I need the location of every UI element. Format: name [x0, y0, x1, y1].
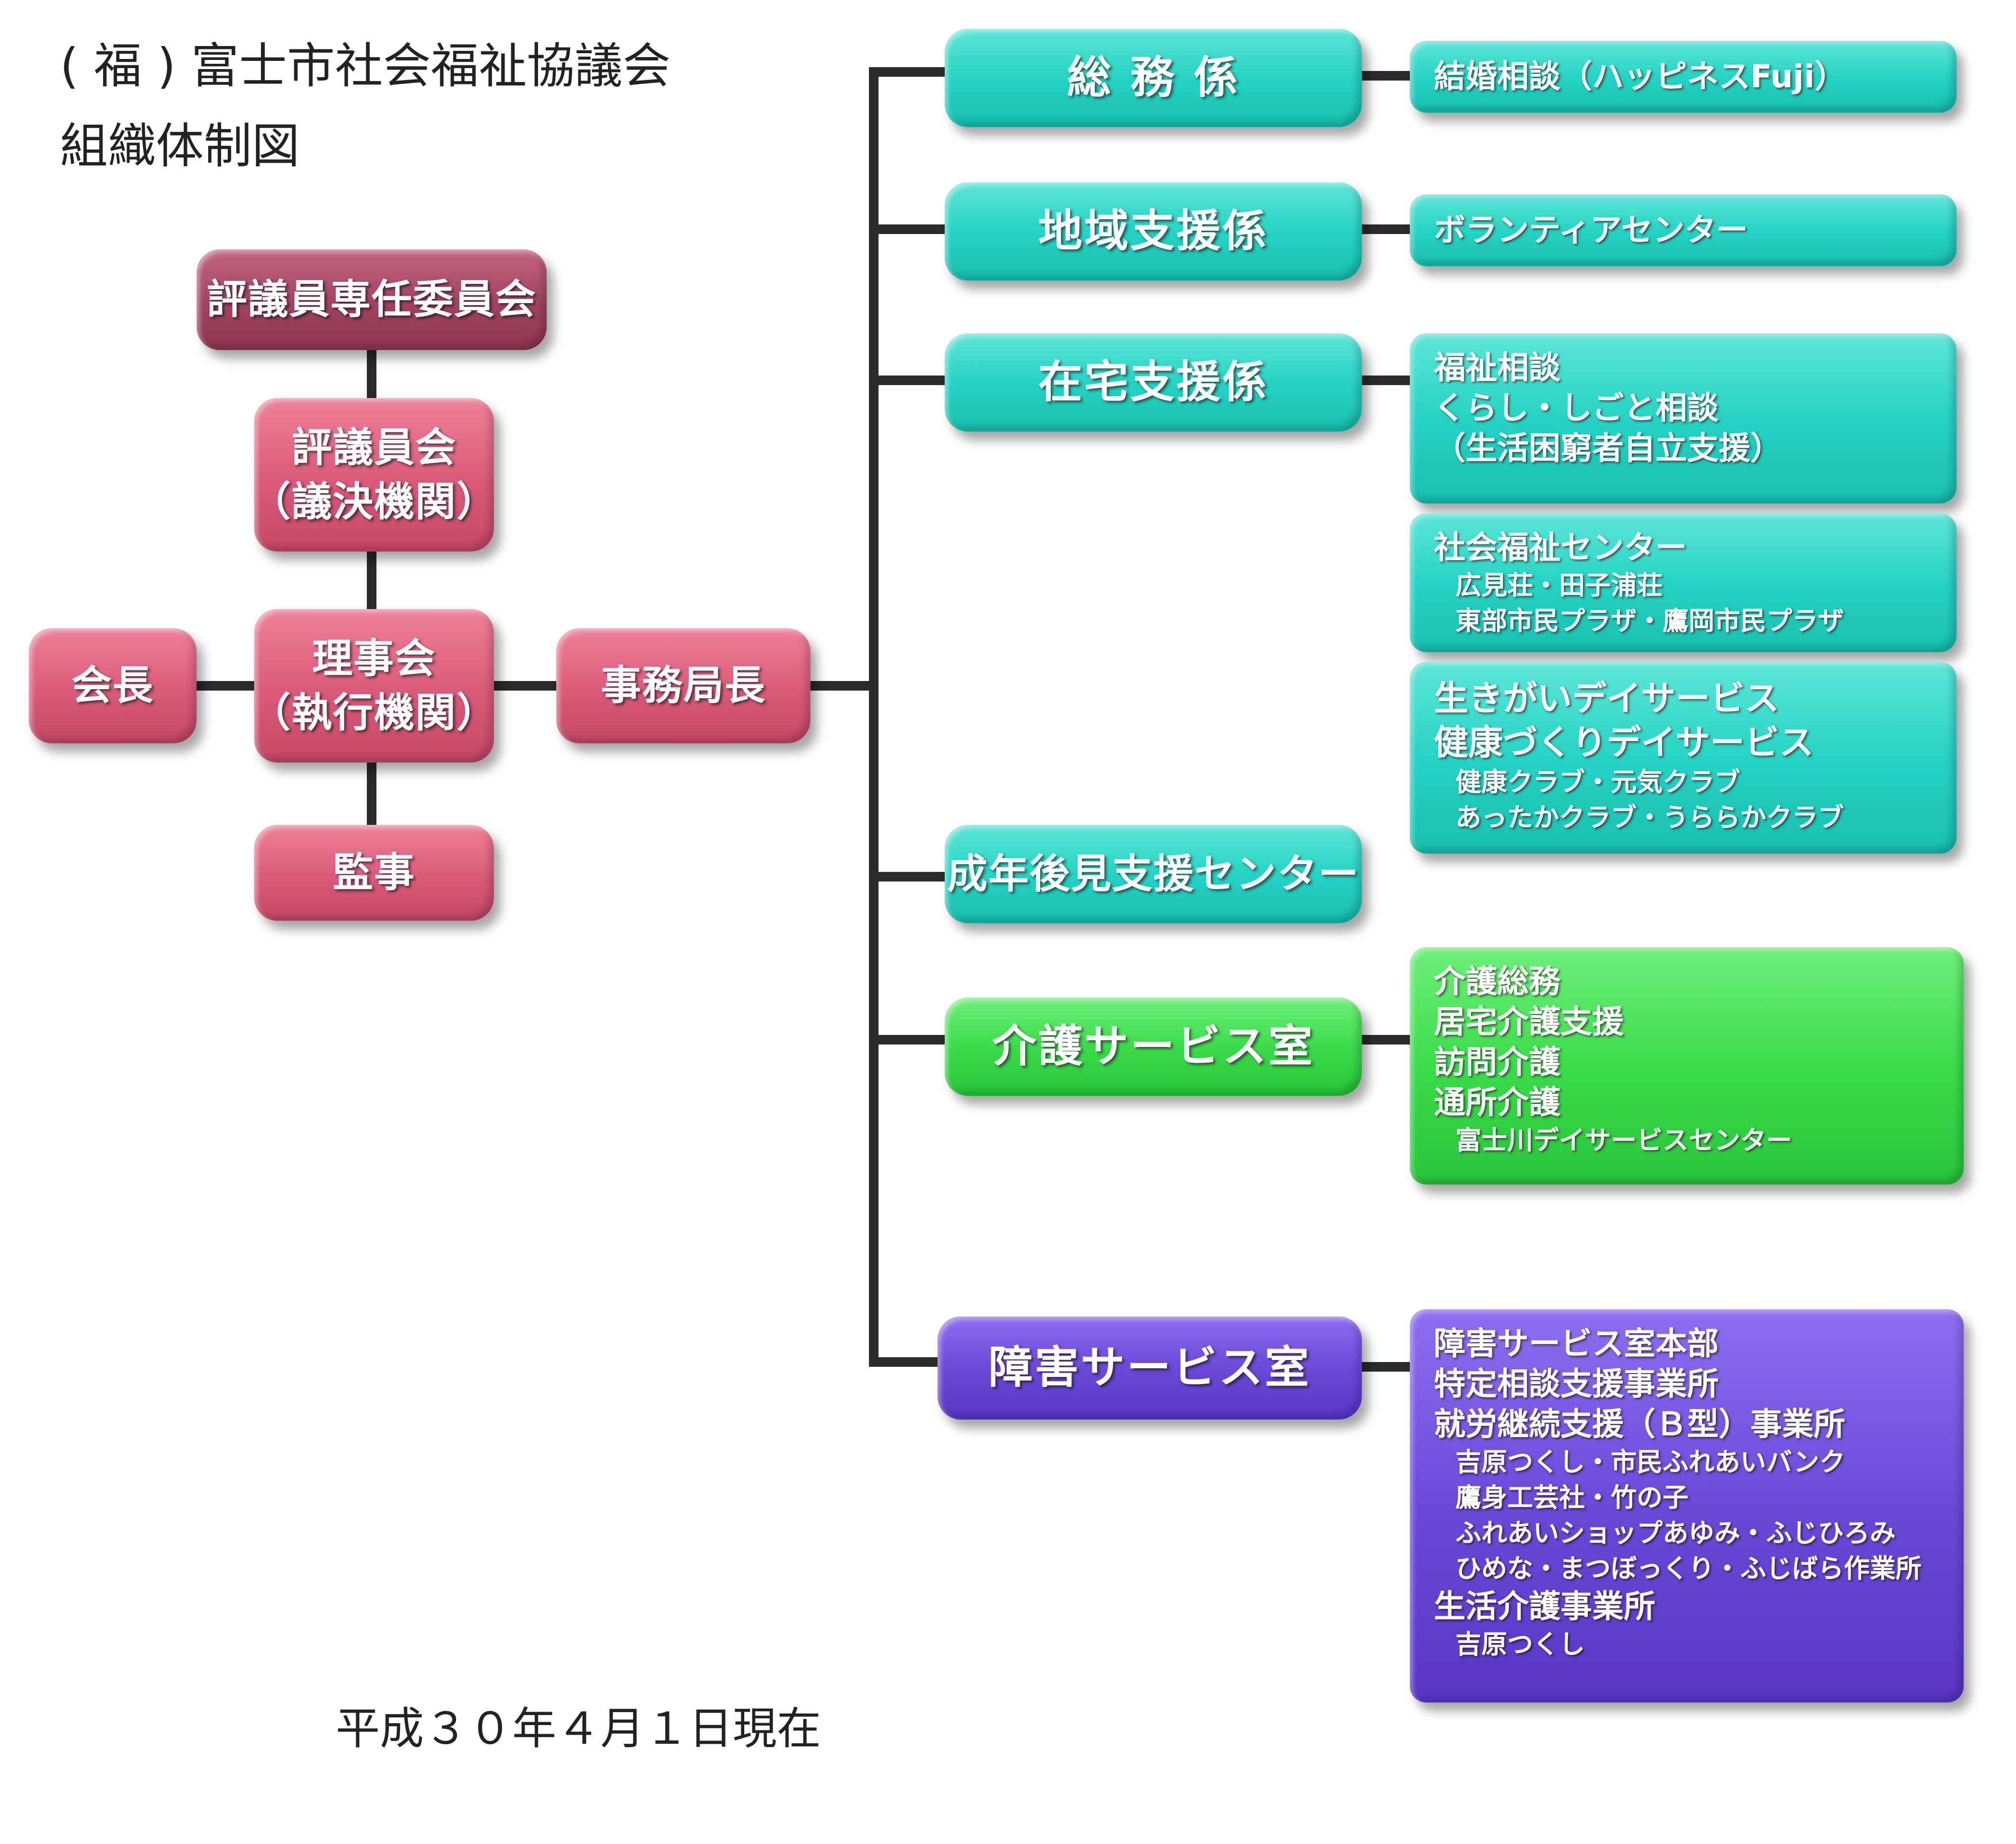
connector-branch-home	[869, 376, 946, 385]
node-label-sub: （執行機関）	[250, 689, 498, 736]
node-home-support: 在宅支援係	[945, 333, 1362, 432]
connector-care-panel	[1362, 1035, 1410, 1045]
panel-day-service: 生きがいデイサービス 健康づくりデイサービス 健康クラブ・元気クラブ あったかク…	[1410, 662, 1957, 854]
node-disability-service-office: 障害サービス室	[938, 1316, 1362, 1420]
panel-item: 通所介護	[1434, 1084, 1560, 1121]
connector-board-auditor	[367, 758, 376, 827]
connector-secretary-trunk	[810, 681, 878, 691]
node-label: 障害サービス室	[988, 1342, 1311, 1394]
node-label: 評議員専任委員会	[206, 276, 537, 323]
connector-branch-care	[869, 1035, 946, 1045]
connector-general-panel	[1362, 71, 1410, 81]
panel-disability-service: 障害サービス室本部 特定相談支援事業所 就労継続支援（Ｂ型）事業所 吉原つくし・…	[1410, 1309, 1964, 1703]
node-label: 理事会	[312, 634, 436, 682]
node-board: 理事会 （執行機関）	[250, 609, 497, 763]
connector-branch-disability	[869, 1357, 941, 1367]
panel-item: 社会福祉センター	[1434, 529, 1687, 566]
connector-main-trunk	[869, 67, 879, 1367]
panel-item: 就労継続支援（Ｂ型）事業所	[1434, 1406, 1845, 1443]
panel-subitem: 広見荘・田子浦荘	[1455, 570, 1663, 600]
panel-subitem: 吉原つくし・市民ふれあいバンク	[1455, 1447, 1845, 1477]
node-community-support: 地域支援係	[945, 182, 1362, 281]
node-guardianship-center: 成年後見支援センター	[945, 825, 1362, 923]
panel-subitem: 富士川デイサービスセンター	[1455, 1125, 1792, 1155]
panel-general-affairs: 結婚相談（ハッピネスFuji）	[1410, 41, 1957, 113]
panel-item: 福祉相談	[1434, 349, 1560, 386]
panel-item: 介護総務	[1434, 963, 1560, 1000]
connector-president-board	[192, 681, 259, 691]
node-label: 評議員会	[291, 423, 457, 471]
panel-subitem: ふれあいショップあゆみ・ふじひろみ	[1455, 1518, 1896, 1548]
node-label: 事務局長	[600, 662, 766, 709]
connector-branch-general	[869, 67, 946, 77]
panel-item: くらし・しごと相談	[1434, 389, 1719, 426]
panel-subitem: あったかクラブ・うららかクラブ	[1455, 802, 1844, 833]
panel-care-service: 介護総務 居宅介護支援 訪問介護 通所介護 富士川デイサービスセンター	[1410, 947, 1964, 1185]
panel-home-support-consult: 福祉相談 くらし・しごと相談 （生活困窮者自立支援）	[1410, 333, 1957, 504]
panel-welfare-center: 社会福祉センター 広見荘・田子浦荘 東部市民プラザ・鷹岡市民プラザ	[1410, 513, 1957, 652]
chart-subtitle: 組織体制図	[60, 118, 300, 174]
node-label: 総 務 係	[1067, 52, 1240, 104]
panel-item: 生活介護事業所	[1434, 1588, 1655, 1625]
panel-item: 居宅介護支援	[1434, 1003, 1624, 1040]
connector-branch-guardianship	[869, 872, 946, 881]
node-president: 会長	[29, 628, 197, 743]
panel-item: 障害サービス室本部	[1434, 1325, 1719, 1362]
panel-item: 訪問介護	[1434, 1044, 1560, 1081]
panel-item: 生きがいデイサービス	[1434, 678, 1780, 718]
node-care-service-office: 介護サービス室	[945, 998, 1362, 1096]
panel-subitem: ひめな・まつぼっくり・ふじばら作業所	[1455, 1553, 1922, 1584]
panel-item: ボランティアセンター	[1434, 211, 1748, 248]
as-of-date: 平成３０年４月１日現在	[336, 1703, 821, 1754]
panel-subitem: 健康クラブ・元気クラブ	[1455, 767, 1740, 797]
node-councillor-committee: 評議員専任委員会	[197, 249, 547, 350]
panel-item: 健康づくりデイサービス	[1434, 722, 1814, 763]
panel-item: 結婚相談（ハッピネスFuji）	[1434, 58, 1847, 95]
node-label: 会長	[71, 662, 154, 709]
connector-branch-community	[869, 224, 946, 234]
panel-item: （生活困窮者自立支援）	[1434, 430, 1782, 467]
panel-subitem: 吉原つくし	[1455, 1629, 1585, 1659]
node-label: 監事	[332, 849, 415, 896]
connector-council-board	[367, 547, 376, 611]
connector-disability-panel	[1362, 1362, 1410, 1372]
panel-item: 特定相談支援事業所	[1434, 1365, 1719, 1402]
connector-home-panel	[1362, 376, 1410, 385]
node-label: 地域支援係	[1038, 205, 1268, 257]
panel-community-support: ボランティアセンター	[1410, 194, 1957, 266]
node-general-affairs: 総 務 係	[945, 29, 1362, 127]
node-auditor: 監事	[254, 825, 494, 921]
org-name-title: ( 福 ) 富士市社会福祉協議会	[60, 38, 671, 94]
connector-committee-council	[367, 345, 376, 400]
panel-subitem: 東部市民プラザ・鷹岡市民プラザ	[1455, 606, 1844, 636]
node-label: 成年後見支援センター	[947, 850, 1360, 897]
node-label: 介護サービス室	[992, 1021, 1314, 1072]
node-label: 在宅支援係	[1038, 356, 1268, 408]
connector-community-panel	[1362, 224, 1410, 234]
panel-subitem: 鷹身工芸社・竹の子	[1455, 1482, 1688, 1513]
connector-board-secretary	[494, 681, 561, 691]
node-label-sub: （議決機関）	[250, 478, 498, 525]
node-secretary-general: 事務局長	[556, 628, 810, 743]
node-councillors: 評議員会 （議決機関）	[250, 398, 497, 552]
